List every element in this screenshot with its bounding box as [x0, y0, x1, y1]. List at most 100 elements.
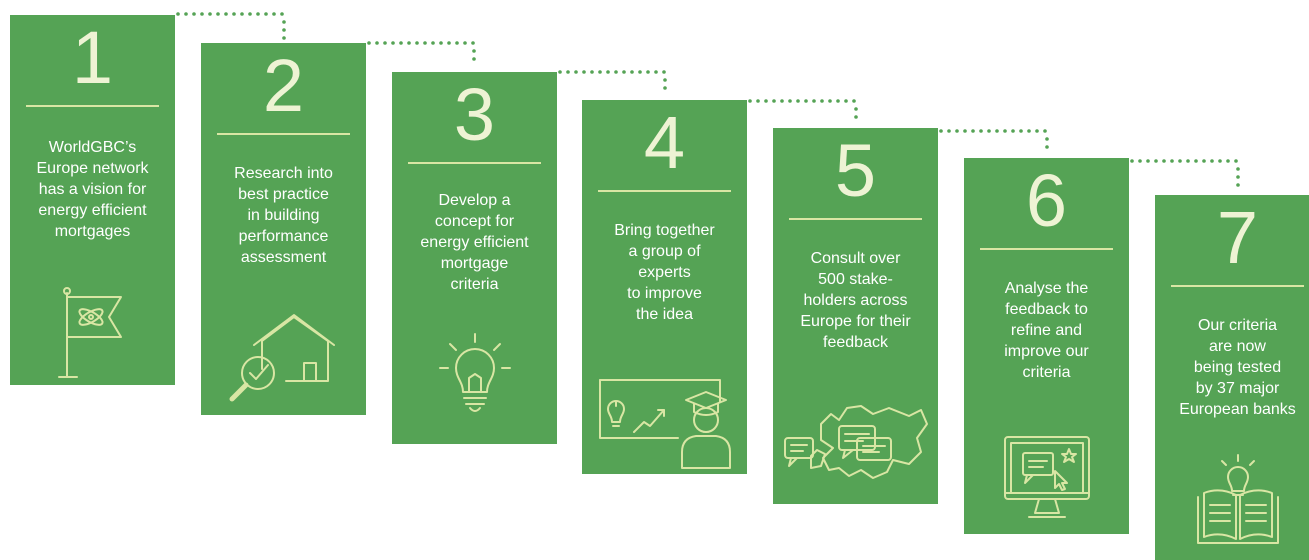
divider	[789, 218, 922, 220]
connector-dot	[415, 41, 419, 45]
connector-dot	[646, 70, 650, 74]
step-description: Develop a concept for energy efficient m…	[402, 190, 547, 295]
connector-dot	[622, 70, 626, 74]
connector-dot	[590, 70, 594, 74]
connector-dot	[455, 41, 459, 45]
connector-dot	[828, 99, 832, 103]
step-text: Research into best practice in building …	[234, 165, 333, 266]
step-text: Analyse the feedback to refine and impro…	[1004, 280, 1089, 381]
flag-atom-icon	[10, 285, 175, 380]
connector-dot	[200, 12, 204, 16]
connector-dot	[383, 41, 387, 45]
step-4: 4 Bring together a group of experts to i…	[582, 100, 747, 474]
connector-dot	[963, 129, 967, 133]
step-description: Consult over 500 stake- holders across E…	[783, 248, 928, 353]
connector-dot	[208, 12, 212, 16]
step-2: 2 Research into best practice in buildin…	[201, 43, 366, 415]
connector-dot	[1027, 129, 1031, 133]
connector-dot	[979, 129, 983, 133]
connector-dot	[812, 99, 816, 103]
connector-dot	[598, 70, 602, 74]
connector-dot	[282, 28, 286, 32]
connector-dot	[820, 99, 824, 103]
connector-dot	[282, 36, 286, 40]
connector-dot	[804, 99, 808, 103]
connector-dot	[987, 129, 991, 133]
lightbulb-icon	[392, 330, 557, 420]
step-description: Bring together a group of experts to imp…	[592, 220, 737, 325]
connector-dot	[566, 70, 570, 74]
connector-dot	[854, 107, 858, 111]
divider	[980, 248, 1113, 250]
connector-dot	[272, 12, 276, 16]
step-description: Analyse the feedback to refine and impro…	[974, 278, 1119, 383]
connector-dot	[1210, 159, 1214, 163]
connector-dot	[939, 129, 943, 133]
connector-dot	[663, 78, 667, 82]
connector-dot	[471, 41, 475, 45]
step-description: WorldGBC’s Europe network has a vision f…	[20, 137, 165, 242]
connector-dot	[995, 129, 999, 133]
step-number: 4	[643, 101, 686, 184]
connector-dot	[844, 99, 848, 103]
connector-dot	[582, 70, 586, 74]
divider	[217, 133, 350, 135]
connector-dot	[1045, 145, 1049, 149]
step-text: Bring together a group of experts to imp…	[614, 222, 715, 323]
monitor-feedback-icon	[964, 433, 1129, 523]
connector-dot	[391, 41, 395, 45]
connector-dot	[764, 99, 768, 103]
connector-dot	[756, 99, 760, 103]
connector-dot	[796, 99, 800, 103]
step-number: 2	[262, 44, 305, 127]
connector-dot	[1162, 159, 1166, 163]
book-lightbulb-icon	[1155, 451, 1309, 551]
connector-dot	[630, 70, 634, 74]
connector-dot	[780, 99, 784, 103]
connector-dot	[176, 12, 180, 16]
connector-dot	[1202, 159, 1206, 163]
connector-dot	[1154, 159, 1158, 163]
connector-dot	[1236, 183, 1240, 187]
step-text: Develop a concept for energy efficient m…	[420, 192, 529, 293]
connector-dot	[282, 20, 286, 24]
step-3: 3 Develop a concept for energy efficient…	[392, 72, 557, 444]
connector-dot	[1003, 129, 1007, 133]
house-magnifier-icon	[201, 311, 366, 406]
connector-dot	[1236, 167, 1240, 171]
connector-dot	[971, 129, 975, 133]
europe-map-chat-icon	[773, 394, 938, 494]
step-number: 5	[834, 129, 877, 212]
connector-dot	[1226, 159, 1230, 163]
connector-dot	[423, 41, 427, 45]
connector-dot	[1130, 159, 1134, 163]
connector-dot	[1178, 159, 1182, 163]
connector-dot	[1234, 159, 1238, 163]
connector-dot	[638, 70, 642, 74]
step-number: 7	[1216, 196, 1259, 279]
connector-dot	[1138, 159, 1142, 163]
step-description: Our criteria are now being tested by 37 …	[1165, 315, 1309, 420]
divider	[26, 105, 159, 107]
connector-dot	[407, 41, 411, 45]
step-number: 6	[1025, 159, 1068, 242]
divider	[408, 162, 541, 164]
connector-dot	[772, 99, 776, 103]
connector-dot	[192, 12, 196, 16]
step-description: Research into best practice in building …	[211, 163, 356, 268]
connector-dot	[1146, 159, 1150, 163]
connector-dot	[375, 41, 379, 45]
connector-dot	[574, 70, 578, 74]
connector-dot	[264, 12, 268, 16]
connector-dot	[955, 129, 959, 133]
connector-dot	[663, 86, 667, 90]
connector-dot	[463, 41, 467, 45]
connector-dot	[558, 70, 562, 74]
connector-dot	[662, 70, 666, 74]
connector-dot	[1218, 159, 1222, 163]
expert-board-icon	[582, 372, 747, 472]
connector-dot	[1045, 137, 1049, 141]
connector-dot	[1236, 175, 1240, 179]
connector-dot	[788, 99, 792, 103]
step-number: 3	[453, 73, 496, 156]
